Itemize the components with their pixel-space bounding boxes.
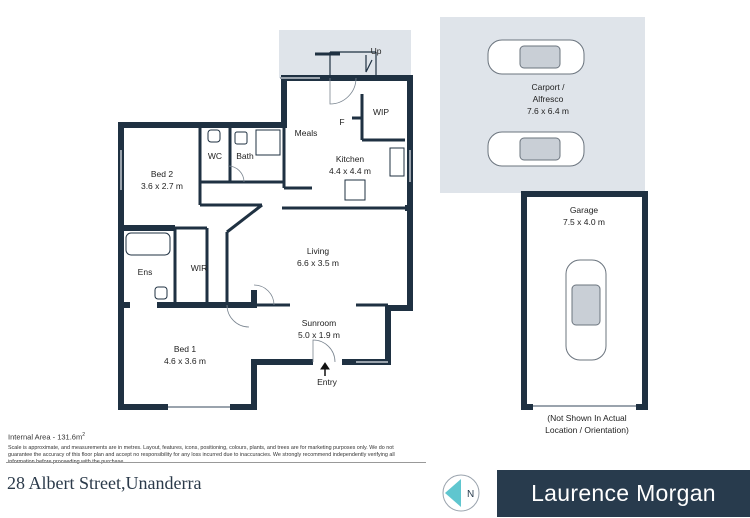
not-shown-note-line1: (Not Shown In Actual — [547, 413, 626, 423]
kitchen-dims: 4.4 x 4.4 m — [329, 166, 371, 176]
shower-icon — [255, 129, 281, 156]
disclaimer-text: Scale is approximate, and measurements a… — [8, 445, 395, 465]
internal-area: Internal Area - 131.6m2 — [8, 432, 85, 442]
entry-arrow-icon — [320, 362, 330, 376]
brand-name: Laurence Morgan — [531, 480, 716, 506]
bed1-dims: 4.6 x 3.6 m — [164, 356, 206, 366]
stove-icon — [344, 179, 366, 201]
bed2-name: Bed 2 — [151, 169, 173, 179]
stairs-up-label: Up — [371, 46, 382, 56]
toilet-icon — [207, 129, 221, 143]
not-shown-note-line2: Location / Orientation) — [545, 425, 629, 435]
property-address: 28 Albert Street,Unanderra — [7, 473, 202, 493]
windows — [120, 77, 411, 408]
garage-name: Garage — [570, 205, 599, 215]
living-name: Living — [307, 246, 329, 256]
bathtub-icon — [125, 232, 171, 256]
living-dims: 6.6 x 3.5 m — [297, 258, 339, 268]
basin-icon — [234, 131, 248, 145]
meals-label: Meals — [295, 128, 318, 138]
bed2-dims: 3.6 x 2.7 m — [141, 181, 183, 191]
internal-area-label: Internal Area - 131.6m — [8, 432, 83, 442]
fixtures — [125, 129, 405, 300]
kitchen-name: Kitchen — [336, 154, 365, 164]
entry-label: Entry — [317, 377, 338, 387]
compass-letter: N — [467, 489, 474, 500]
wc-label: WC — [208, 151, 222, 161]
car-icon — [487, 39, 585, 75]
garage-dims: 7.5 x 4.0 m — [563, 217, 605, 227]
wip-label: WIP — [373, 107, 389, 117]
car-icon — [565, 259, 607, 361]
internal-area-sup: 2 — [82, 432, 85, 438]
sunroom-dims: 5.0 x 1.9 m — [298, 330, 340, 340]
carport-name-line1: Carport / — [531, 82, 565, 92]
door-swings — [226, 77, 357, 363]
compass-icon: N — [441, 473, 481, 513]
car-icon — [487, 131, 585, 167]
stairs — [329, 51, 377, 78]
divider — [6, 462, 426, 463]
interior-walls — [173, 52, 405, 307]
toilet-ens-icon — [154, 286, 168, 300]
bed1-name: Bed 1 — [174, 344, 196, 354]
carport-name-line2: Alfresco — [533, 94, 564, 104]
garage-walls — [521, 191, 648, 410]
sunroom-name: Sunroom — [302, 318, 337, 328]
alfresco-area — [279, 30, 411, 78]
wir-label: WIR — [191, 263, 208, 273]
fridge-label: F — [339, 117, 344, 127]
bath-label: Bath — [236, 151, 254, 161]
carport-dims: 7.6 x 6.4 m — [527, 106, 569, 116]
sink-icon — [389, 147, 405, 177]
brand-logo: Laurence Morgan — [497, 470, 750, 517]
ens-label: Ens — [138, 267, 153, 277]
